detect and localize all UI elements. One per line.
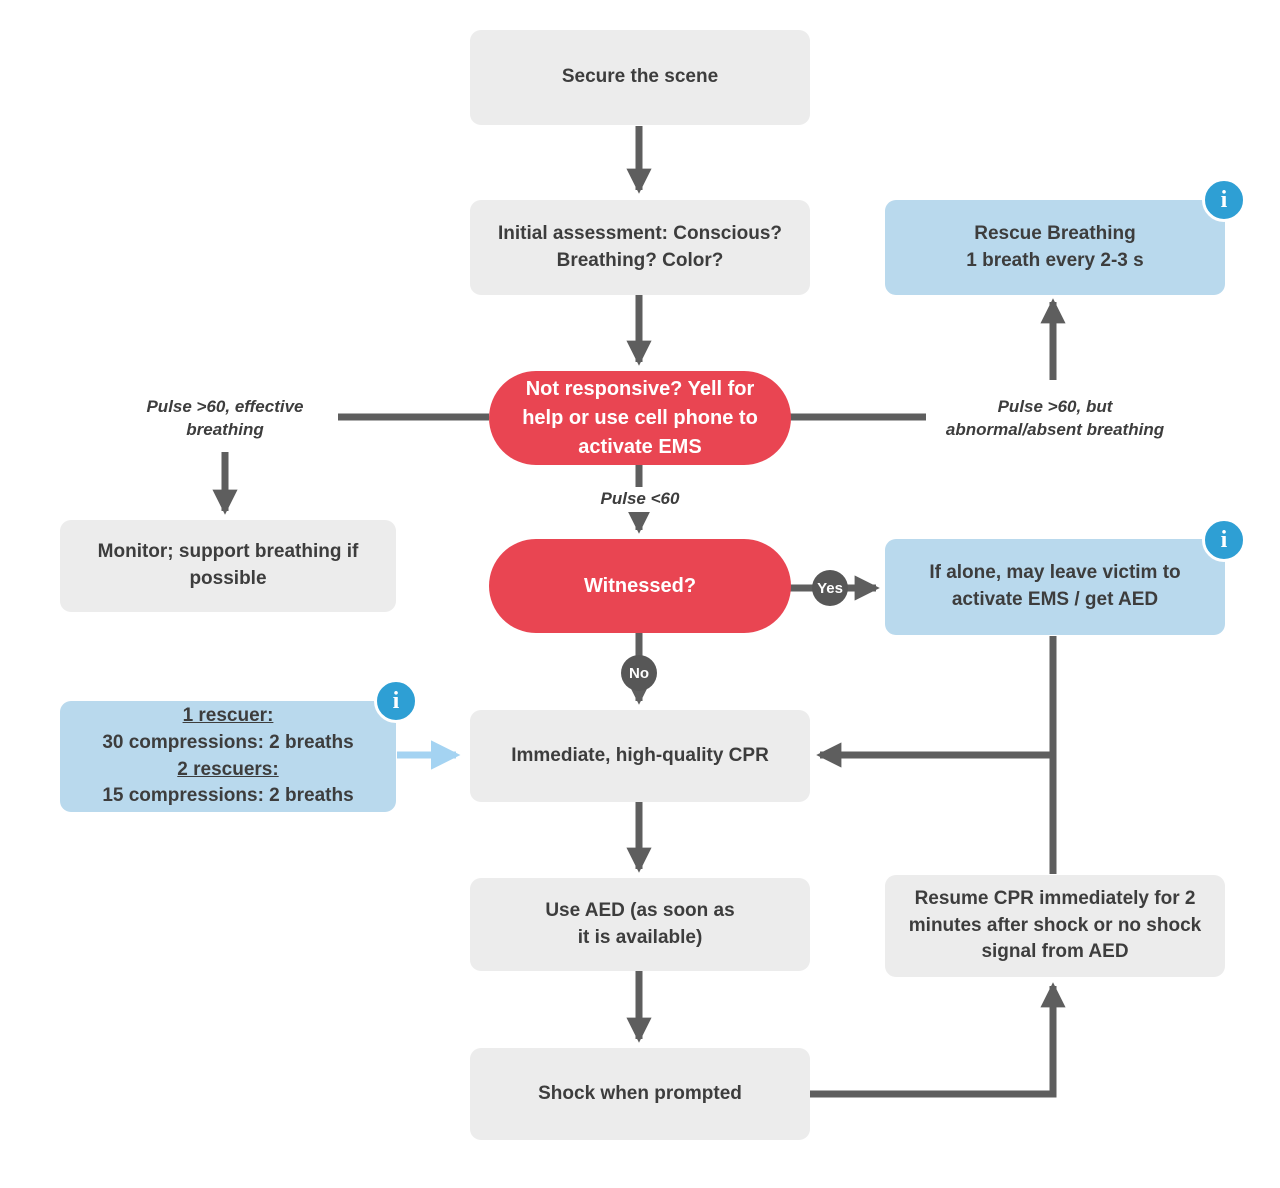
- node-immediate-cpr: Immediate, high-quality CPR: [470, 710, 810, 802]
- node-witnessed: Witnessed?: [489, 539, 791, 633]
- yes-badge: Yes: [812, 570, 848, 606]
- node-if-alone: If alone, may leave victim to activate E…: [885, 539, 1225, 635]
- info-icon[interactable]: i: [374, 679, 418, 723]
- node-resume-cpr: Resume CPR immediately for 2 minutes aft…: [885, 875, 1225, 977]
- edge-label-pulse-effective: Pulse >60, effective breathing: [146, 397, 304, 439]
- node-shock-label: Shock when prompted: [538, 1082, 742, 1104]
- edge-label-pulse-low: Pulse <60: [586, 487, 694, 512]
- ratio-line-30-compressions: 30 compressions: 2 breaths: [102, 731, 354, 753]
- ratio-line-2-rescuers: 2 rescuers:: [177, 758, 279, 780]
- node-not-responsive-label: Not responsive? Yell for help or use cel…: [522, 377, 758, 458]
- edge-label-pulse-abnormal: Pulse >60, but abnormal/absent breathing: [945, 397, 1165, 439]
- info-icon-glyph: i: [392, 687, 400, 714]
- info-icon[interactable]: i: [1202, 178, 1246, 222]
- node-initial-assessment-label: Initial assessment: Conscious? Breathing…: [497, 222, 783, 271]
- node-rescuer-ratios: 1 rescuer: 30 compressions: 2 breaths 2 …: [60, 701, 396, 812]
- node-rescue-breathing: Rescue Breathing 1 breath every 2-3 s: [885, 200, 1225, 295]
- no-badge: No: [621, 655, 657, 691]
- info-icon[interactable]: i: [1202, 518, 1246, 562]
- ratio-line-15-compressions: 15 compressions: 2 breaths: [102, 785, 354, 807]
- node-resume-cpr-label: Resume CPR immediately for 2 minutes aft…: [908, 888, 1202, 963]
- node-use-aed-label: Use AED (as soon as it is available): [545, 899, 735, 948]
- node-secure-scene: Secure the scene: [470, 30, 810, 125]
- node-immediate-cpr-label: Immediate, high-quality CPR: [511, 744, 769, 766]
- edge-shock-to-resume: [809, 982, 1066, 1098]
- node-witnessed-label: Witnessed?: [583, 574, 697, 597]
- node-monitor-label: Monitor; support breathing if possible: [97, 541, 359, 589]
- node-initial-assessment: Initial assessment: Conscious? Breathing…: [470, 200, 810, 295]
- node-rescue-breathing-label: Rescue Breathing 1 breath every 2-3 s: [966, 222, 1144, 271]
- info-icon-glyph: i: [1220, 526, 1228, 553]
- node-monitor: Monitor; support breathing if possible: [60, 520, 396, 612]
- node-shock: Shock when prompted: [470, 1048, 810, 1140]
- info-icon-glyph: i: [1220, 186, 1228, 213]
- ratio-line-1-rescuer: 1 rescuer:: [182, 704, 274, 726]
- node-not-responsive: Not responsive? Yell for help or use cel…: [489, 371, 791, 465]
- node-if-alone-label: If alone, may leave victim to activate E…: [929, 562, 1181, 610]
- no-badge-label: No: [629, 664, 649, 682]
- node-rescuer-ratios-label: 1 rescuer: 30 compressions: 2 breaths 2 …: [102, 703, 353, 811]
- node-use-aed: Use AED (as soon as it is available): [470, 878, 810, 971]
- yes-badge-label: Yes: [817, 579, 843, 597]
- node-secure-scene-label: Secure the scene: [561, 66, 719, 88]
